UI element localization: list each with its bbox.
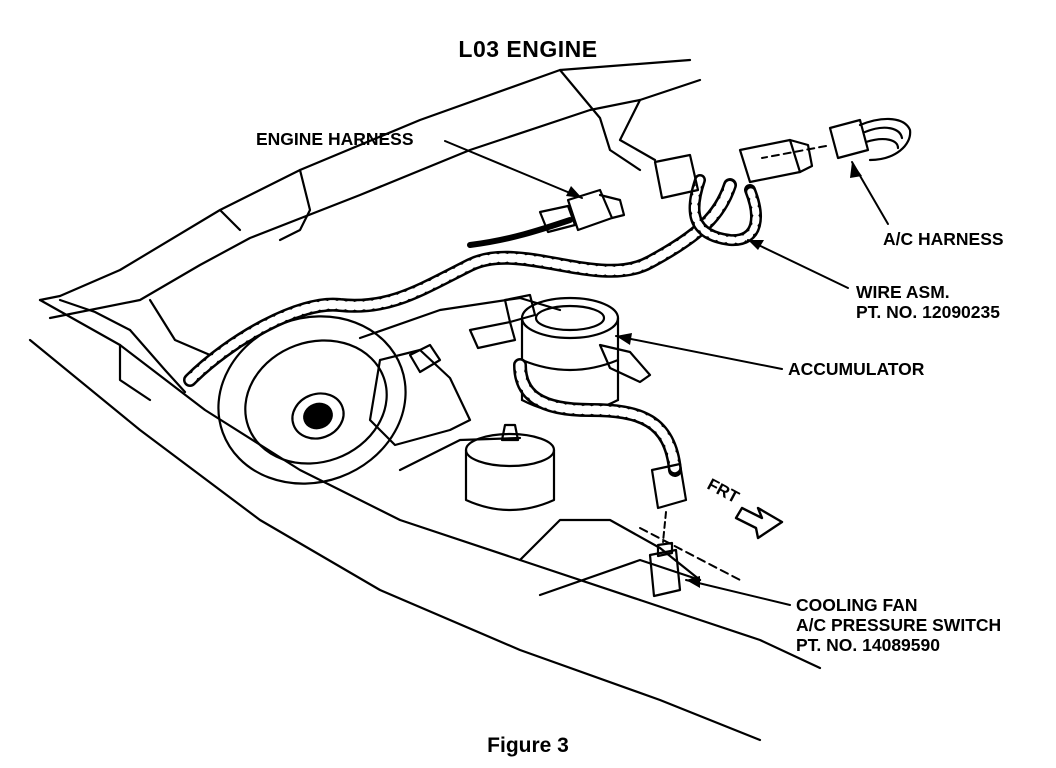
figure-caption: Figure 3	[487, 734, 569, 757]
diagram-title: L03 ENGINE	[458, 36, 598, 62]
wire-asm-name: WIRE ASM.	[856, 282, 950, 302]
accumulator-body	[468, 293, 652, 414]
harness-loom	[183, 174, 762, 477]
wire-asm-connector	[653, 138, 814, 200]
front-direction-label: FRT	[704, 475, 743, 508]
pressure-switch	[648, 462, 688, 598]
wire-asm-label: WIRE ASM. PT. NO. 12090235	[856, 282, 1000, 322]
wire-asm-part-number: PT. NO. 12090235	[856, 302, 1000, 322]
cooling-fan-line: COOLING FAN	[796, 595, 918, 615]
blower-motor	[217, 296, 562, 485]
accumulator-label: ACCUMULATOR	[788, 359, 925, 379]
strut-mount	[464, 423, 556, 512]
pressure-switch-part-number: PT. NO. 14089590	[796, 635, 940, 655]
body-panel-lines	[28, 58, 822, 742]
ac-harness-label: A/C HARNESS	[883, 229, 1004, 249]
engine-harness-connector	[538, 188, 626, 234]
leader-arrowheads	[566, 162, 862, 588]
engine-harness-label: ENGINE HARNESS	[256, 129, 414, 149]
ac-harness-connector	[828, 117, 912, 162]
pressure-switch-line: A/C PRESSURE SWITCH	[796, 615, 1002, 635]
cooling-fan-switch-label: COOLING FAN A/C PRESSURE SWITCH PT. NO. …	[796, 595, 1001, 655]
front-direction-arrow	[734, 506, 784, 540]
